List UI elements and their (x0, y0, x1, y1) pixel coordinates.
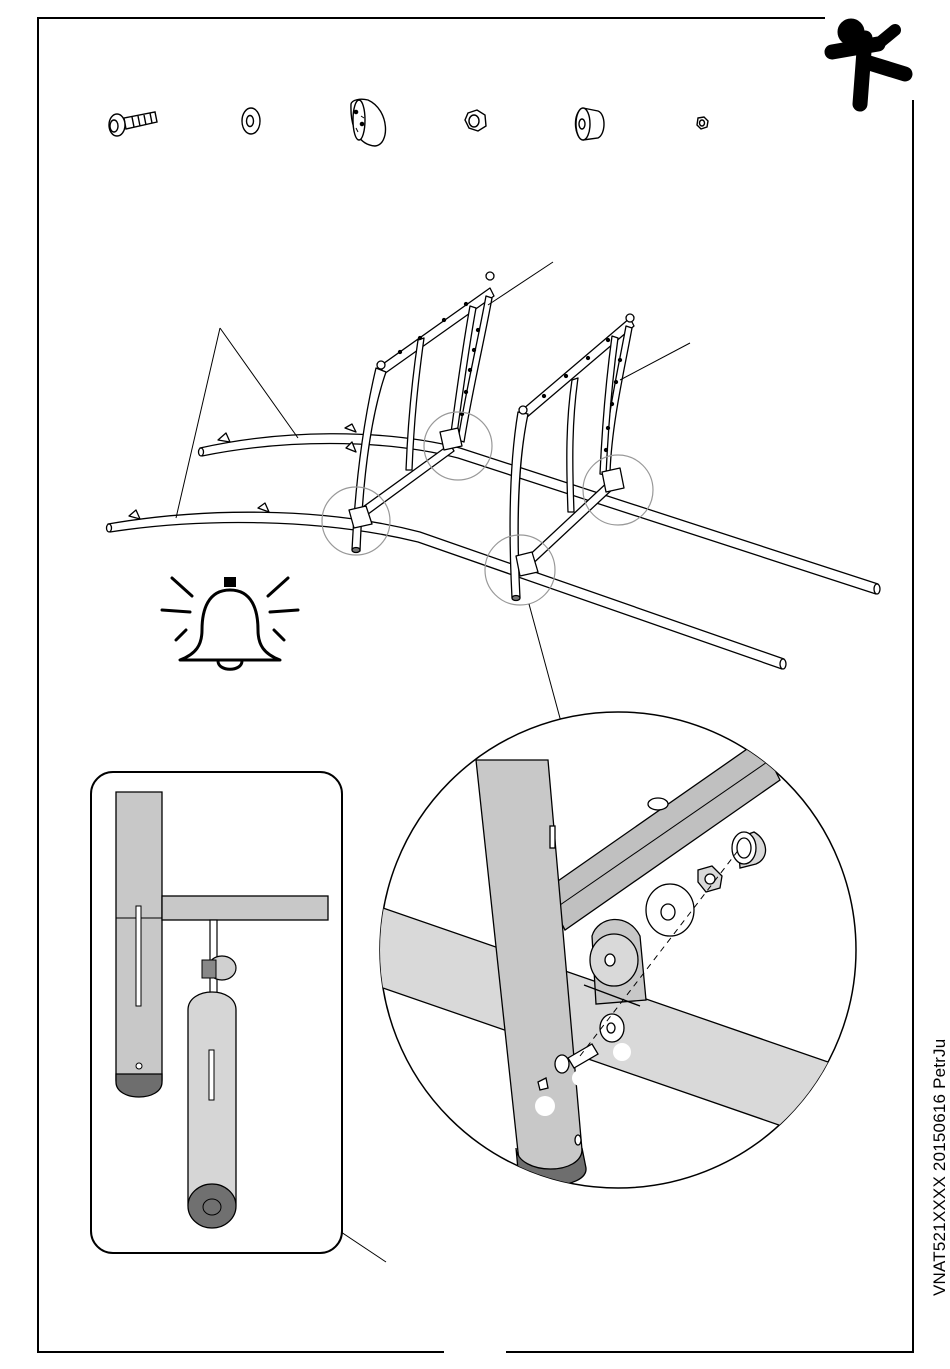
left-a-frame (346, 272, 494, 553)
nut-part (465, 110, 486, 131)
small-nut-part (697, 117, 708, 129)
jumping-figure-logo (832, 19, 905, 104)
alarm-bell-icon (162, 577, 298, 669)
document-code: VNAT521XXXX 20150616 PetrJu (930, 1039, 950, 1296)
hardware-parts-row (109, 99, 708, 146)
joint-circle-right-rear (583, 455, 653, 525)
dome-cap-part (351, 99, 386, 146)
rear-base-rail (199, 424, 881, 594)
bolt-part (109, 112, 157, 136)
detail-panel-left (91, 772, 342, 1253)
round-cap-part (575, 108, 604, 140)
right-a-frame (510, 314, 634, 601)
magnified-joint-detail (360, 712, 880, 1188)
washer-part (242, 108, 260, 134)
